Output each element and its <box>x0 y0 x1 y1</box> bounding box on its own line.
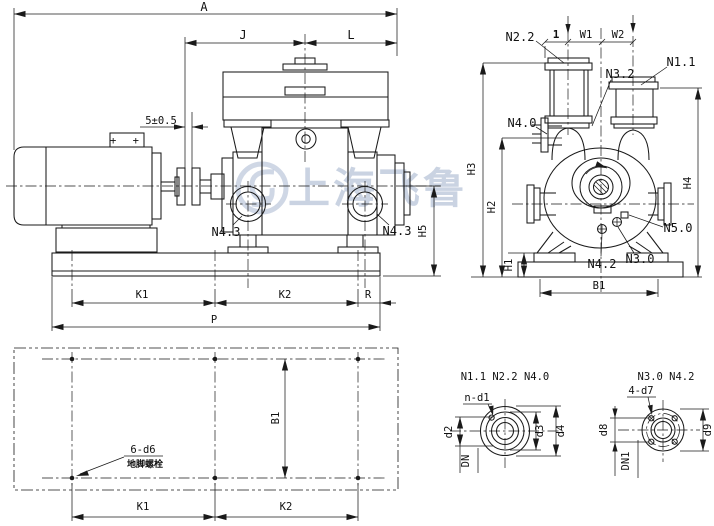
dim-d3-label: d3 <box>534 425 546 438</box>
dimension-w1-w2: 1 W1 W2 <box>541 15 637 58</box>
bolt-note-label: 地脚螺栓 <box>127 458 163 470</box>
dim-k2-label: K2 <box>279 289 292 301</box>
flange-left-title: N1.1 N2.2 N4.0 <box>461 371 550 383</box>
dimension-d3: d3 <box>510 411 546 451</box>
rotation-arrow-icon <box>585 161 608 175</box>
bolt-count-label: 6-d6 <box>130 444 155 456</box>
n40-flange <box>532 117 562 153</box>
dim-k1-plan-label: K1 <box>137 501 150 513</box>
dim-h3-label: H3 <box>466 163 478 176</box>
coupling-half-motor <box>176 167 186 206</box>
motor-body <box>13 146 153 226</box>
baseplate <box>51 252 381 277</box>
dimension-k1-k2-plan: K1 K2 <box>71 483 359 521</box>
dim-d4-label: d4 <box>555 425 567 438</box>
n42-label: N4.2 <box>588 257 617 271</box>
dim-k2-plan-label: K2 <box>280 501 293 513</box>
dimension-j-l: J L <box>184 28 397 178</box>
dim-gap-label: 5±0.5 <box>145 115 177 127</box>
flange-right-title: N3.0 N4.2 <box>638 371 695 383</box>
n11-label: N1.1 <box>667 55 696 69</box>
foot-left <box>533 252 576 263</box>
n50-label: N5.0 <box>664 221 693 235</box>
dimension-h2: H2 <box>486 137 562 277</box>
dim-h2-label: H2 <box>486 201 498 214</box>
dimension-d9: d9 <box>680 408 714 452</box>
callout-4-d7: 4-d7 <box>627 385 656 415</box>
bolt-hole <box>488 414 495 421</box>
motor-terminal-box <box>109 132 145 148</box>
n43-left-label: N4.3 <box>212 225 241 239</box>
dimension-dn: DN <box>459 446 479 473</box>
port-callouts: N4.3 N4.3 <box>212 213 412 239</box>
dim-j-label: J <box>239 28 246 42</box>
anchor-bolt-callout: 6-d6 地脚螺栓 <box>76 444 163 476</box>
shaft-end <box>592 178 610 196</box>
4-d7-label: 4-d7 <box>628 385 653 397</box>
dim-b1-plan-label: B1 <box>270 412 282 425</box>
separator-tank <box>222 71 389 121</box>
dimension-h5: H5 <box>383 185 441 277</box>
dimension-dn1: DN1 <box>614 440 639 478</box>
dim-k1-label: K1 <box>136 289 149 301</box>
n40-label: N4.0 <box>508 116 537 130</box>
coupling <box>160 167 225 206</box>
baseplate-outline-plan <box>13 347 399 491</box>
dimension-d2: d2 <box>443 416 493 447</box>
flange-detail-right: N3.0 N4.2 4-d7 d8 d9 <box>598 371 714 478</box>
n32-label: N3.2 <box>606 67 635 81</box>
dim-l-label: L <box>347 28 354 42</box>
n-d1-label: n-d1 <box>464 392 489 404</box>
dim-dn1-label: DN1 <box>620 452 632 471</box>
dimension-h4: H4 <box>660 87 702 277</box>
side-ports-front <box>526 182 672 226</box>
dim-b1-front-label: B1 <box>593 280 606 292</box>
front-view: 1 W1 W2 N2.2 N3.2 N1.1 N4.0 N5.0 N4.2 N3… <box>466 15 702 297</box>
n30-label: N3.0 <box>626 252 655 266</box>
dimension-h3: H3 <box>466 62 545 277</box>
dimension-b1-plan: B1 <box>270 359 289 478</box>
dim-seg1-label: 1 <box>553 28 560 41</box>
dimension-a: A <box>13 0 398 150</box>
dimension-coupling-gap: 5±0.5 <box>140 112 208 170</box>
dimension-b1-front: B1 <box>539 279 659 297</box>
terminal-marks: + + <box>110 135 144 147</box>
dim-d8-label: d8 <box>598 424 610 437</box>
motor: + + <box>13 132 162 253</box>
dim-w2-label: W2 <box>612 29 625 41</box>
dim-h1-label: H1 <box>503 259 515 272</box>
casing-front <box>543 147 657 249</box>
anchor-bolt-holes <box>69 356 361 481</box>
lifting-eye <box>295 128 317 150</box>
dimension-h1: H1 <box>503 252 538 277</box>
dim-w1-label: W1 <box>580 29 593 41</box>
side-view: A J L 5±0.5 + + <box>6 0 441 331</box>
dim-d9-label: d9 <box>702 424 714 437</box>
n22-label: N2.2 <box>506 30 535 44</box>
dim-r-label: R <box>365 289 372 301</box>
pump-side <box>51 34 411 289</box>
coupling-half-pump <box>191 167 201 206</box>
suction-port <box>544 57 593 161</box>
pump-support <box>471 231 702 278</box>
flange-detail-left: N1.1 N2.2 N4.0 n-d1 d2 d3 d4 <box>443 371 567 473</box>
dim-d2-label: d2 <box>443 426 455 439</box>
dim-a-label: A <box>200 0 208 14</box>
plan-view: B1 6-d6 地脚螺栓 K1 K2 <box>13 347 399 521</box>
dimension-d4: d4 <box>516 405 567 457</box>
motor-foot <box>55 227 158 253</box>
discharge-port <box>608 76 659 161</box>
watermark-text: 上海飞鲁 <box>288 164 468 213</box>
nozzle-callouts: N2.2 N3.2 N1.1 N4.0 N5.0 N4.2 N3.0 <box>506 30 696 271</box>
callout-n-d1: n-d1 <box>463 392 494 416</box>
dim-h4-label: H4 <box>682 177 694 190</box>
dimension-k1-k2-r-p: K1 K2 R P <box>51 277 396 331</box>
dim-p-label: P <box>211 314 217 326</box>
dim-h5-label: H5 <box>417 225 429 238</box>
n43-right-label: N4.3 <box>383 224 412 238</box>
dim-dn-label: DN <box>460 455 472 468</box>
plinth <box>517 261 684 278</box>
dimension-d8: d8 <box>598 406 649 454</box>
